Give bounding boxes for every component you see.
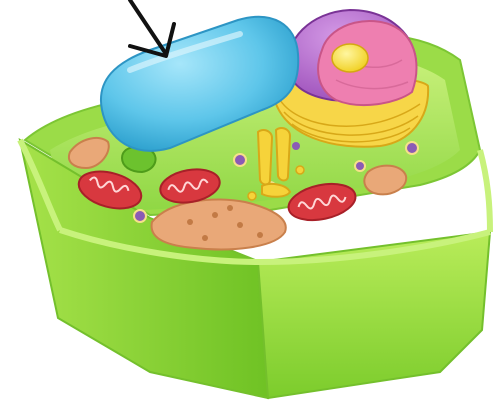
golgi-apparatus <box>247 127 305 201</box>
mitochondrion <box>287 182 357 222</box>
nucleolus <box>331 43 369 73</box>
lysosome <box>68 136 110 170</box>
pointer-arrow <box>128 0 176 58</box>
ribosome <box>233 153 247 167</box>
ribosome <box>292 142 300 150</box>
endoplasmic-reticulum <box>150 198 287 251</box>
mitochondrion <box>159 168 221 204</box>
ribosome <box>133 209 147 223</box>
peroxisome <box>363 164 408 196</box>
ribosome <box>354 160 366 172</box>
mitochondrion <box>77 170 143 210</box>
ribosome <box>405 141 419 155</box>
